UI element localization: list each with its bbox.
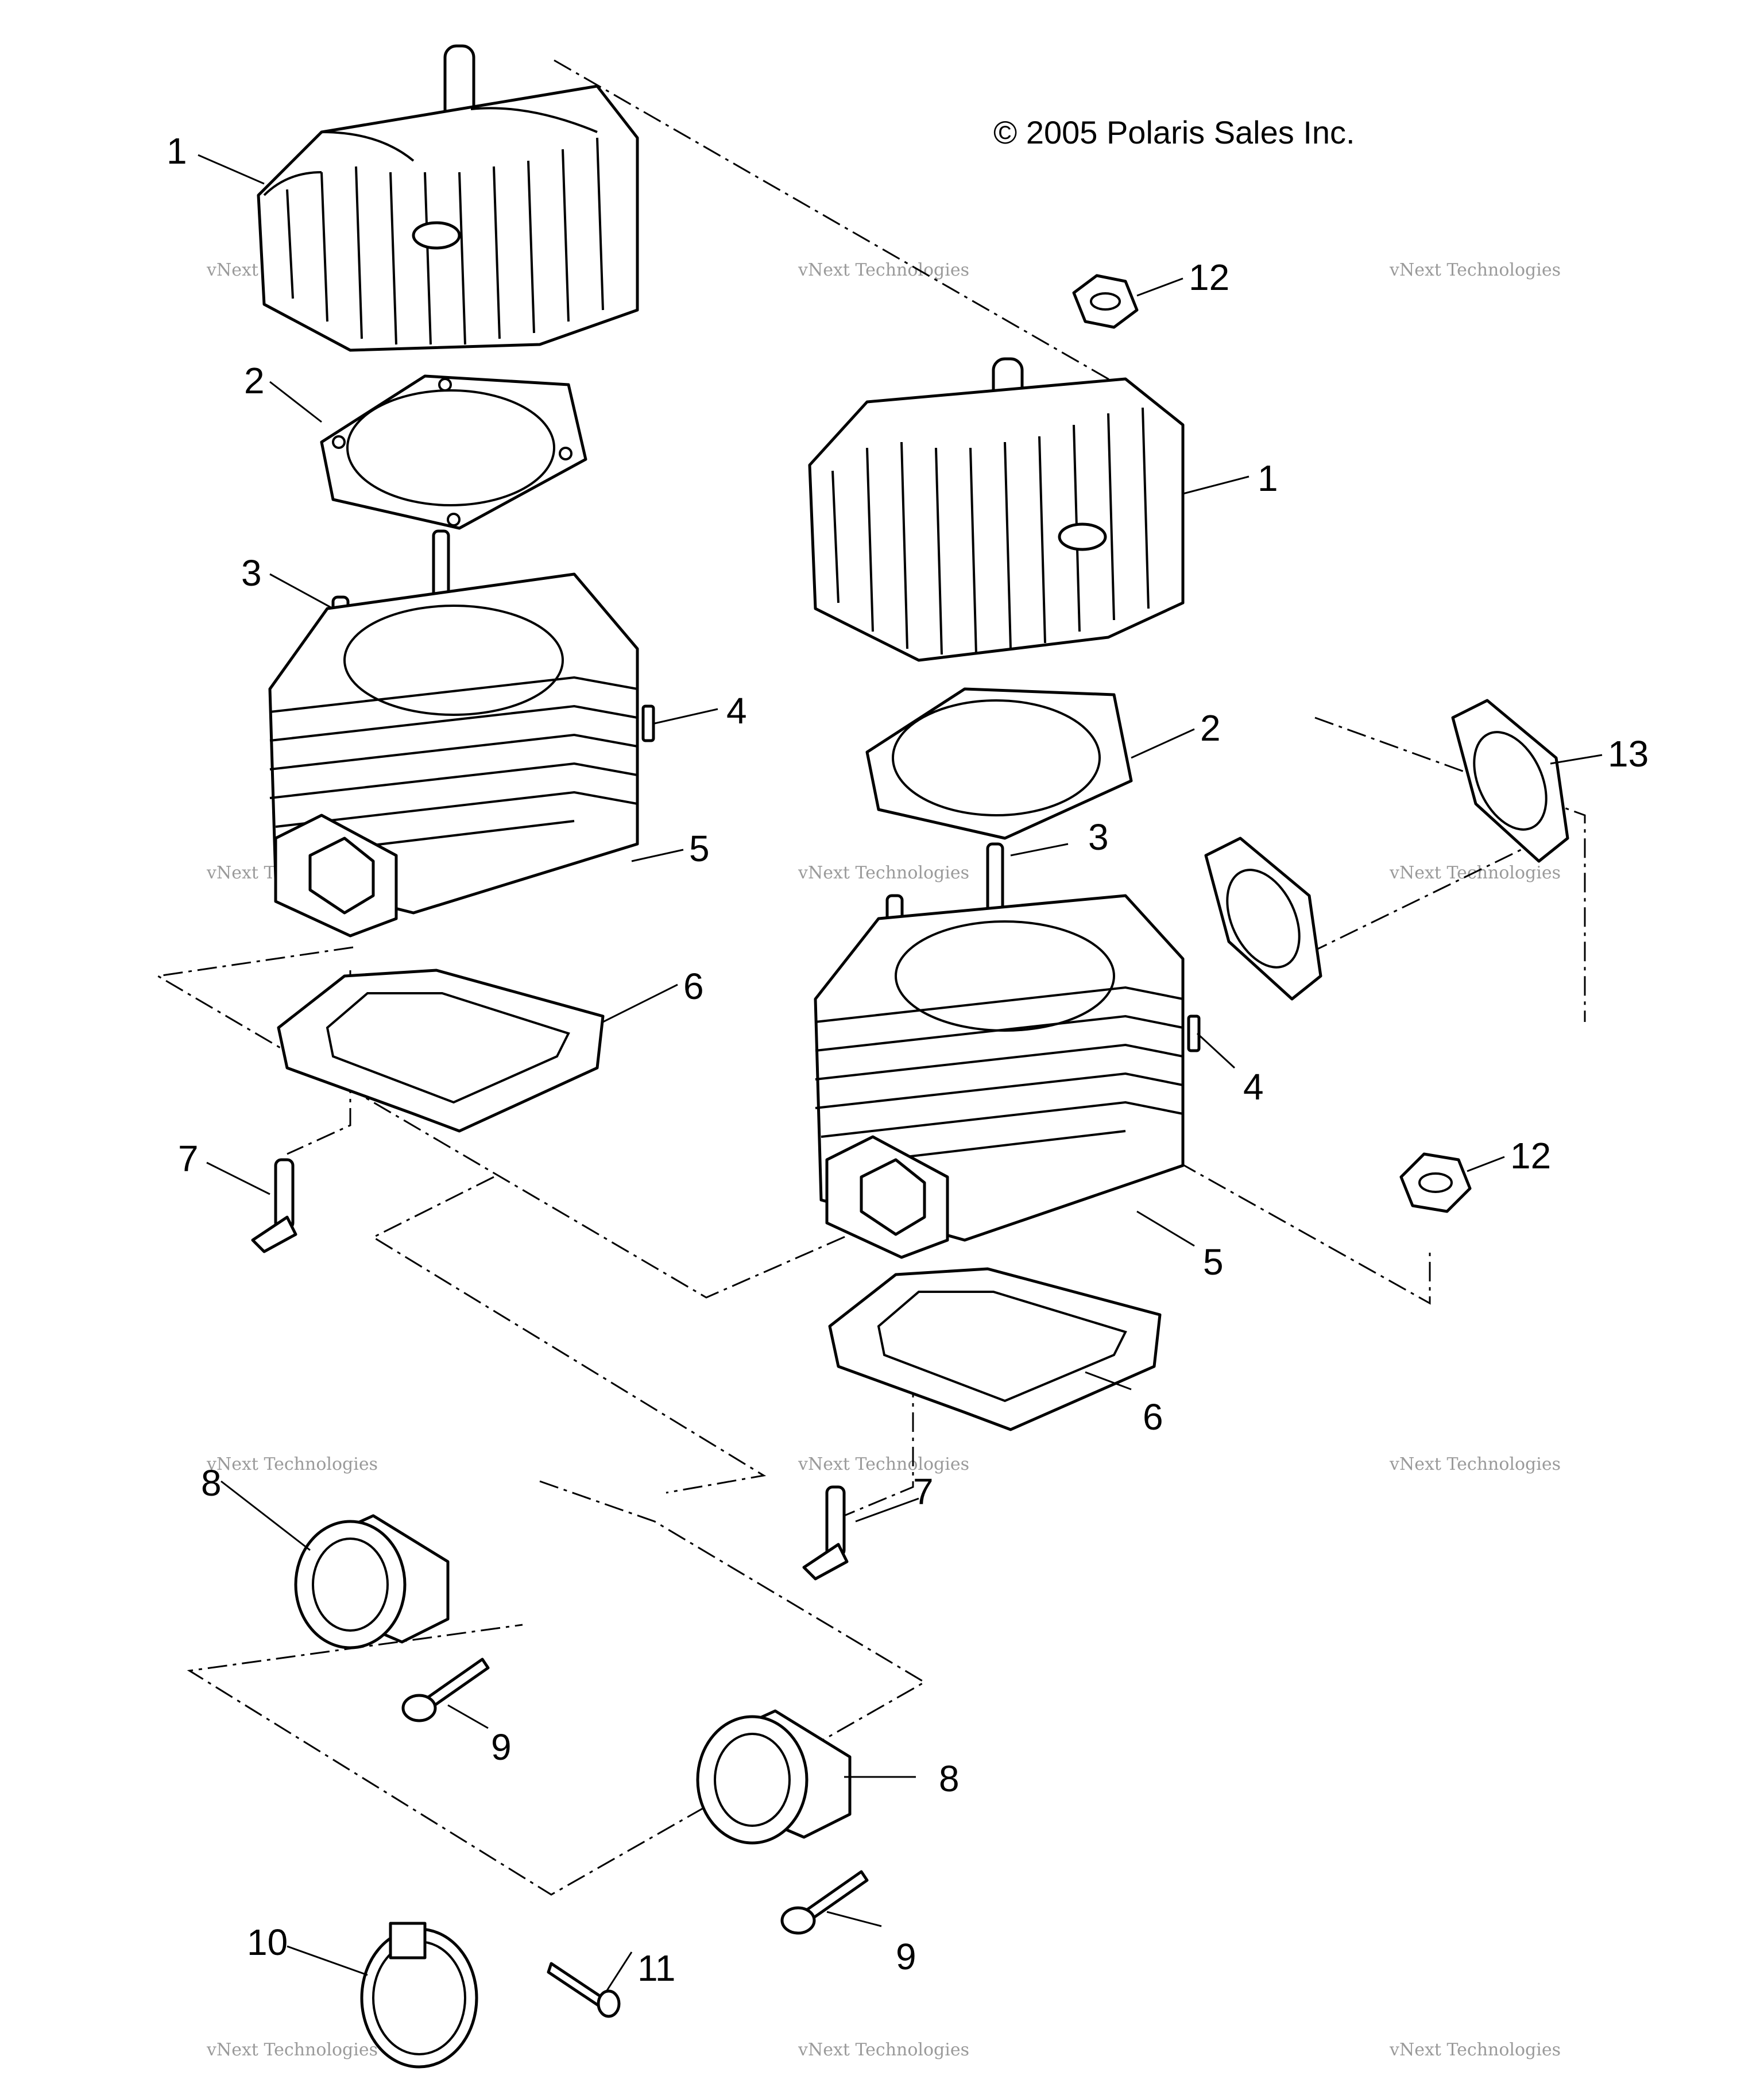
callout-9: 9 xyxy=(896,1936,916,1977)
bolt-left xyxy=(401,1658,490,1722)
callout-13: 13 xyxy=(1608,733,1649,775)
callout-5: 5 xyxy=(1203,1241,1224,1283)
callout-7: 7 xyxy=(913,1471,934,1512)
fitting-right xyxy=(802,1485,849,1581)
fitting-left xyxy=(251,1158,297,1253)
watermark-label: vNext Technologies xyxy=(798,1454,969,1474)
watermark-label: vNext Technologies xyxy=(798,2040,969,2060)
head-gasket-right xyxy=(865,687,1133,840)
watermark-label: vNext Technologies xyxy=(206,2040,378,2060)
base-gasket-right xyxy=(828,1267,1162,1431)
cylinder-head-right xyxy=(808,357,1185,662)
watermark-label: vNext Technologies xyxy=(1389,1454,1561,1474)
leader-lines xyxy=(198,154,1603,1993)
watermark-label: vNext Technologies xyxy=(206,1454,378,1474)
clamp-screw xyxy=(547,1962,621,2018)
cylinder-head-left xyxy=(257,44,639,352)
callout-7: 7 xyxy=(178,1138,199,1179)
callout-10: 10 xyxy=(247,1922,288,1963)
cylinder-right xyxy=(814,842,1201,1259)
callout-4: 4 xyxy=(1243,1066,1264,1107)
callout-4: 4 xyxy=(726,690,747,731)
callout-12: 12 xyxy=(1189,257,1229,298)
callout-2: 2 xyxy=(1200,707,1221,749)
watermark-label: vNext Technologies xyxy=(1389,2040,1561,2060)
nut-lower xyxy=(1399,1152,1472,1213)
watermark-label: vNext Technologies xyxy=(798,863,969,883)
nut-upper xyxy=(1072,274,1139,329)
watermark-label: vNext Technologies xyxy=(1389,260,1561,280)
cylinder-left xyxy=(268,529,655,938)
callout-2: 2 xyxy=(244,360,265,401)
hose-clamp xyxy=(360,1922,478,2069)
intake-boot-left xyxy=(294,1514,450,1649)
callout-12: 12 xyxy=(1510,1135,1551,1176)
exhaust-gasket-front xyxy=(1204,837,1322,1001)
callout-9: 9 xyxy=(491,1726,512,1768)
callout-6: 6 xyxy=(1143,1396,1163,1438)
watermark-label: vNext Technologies xyxy=(798,260,969,280)
callout-3: 3 xyxy=(241,552,262,594)
callout-8: 8 xyxy=(201,1462,222,1504)
head-gasket-left xyxy=(320,374,587,530)
intake-boot-right xyxy=(696,1709,852,1845)
callout-1: 1 xyxy=(1258,458,1278,499)
callout-8: 8 xyxy=(939,1758,960,1799)
callout-1: 1 xyxy=(167,130,187,172)
callout-11: 11 xyxy=(637,1947,675,1989)
callout-6: 6 xyxy=(683,966,704,1007)
callout-labels: 1 1 2 2 3 3 4 4 5 5 6 6 7 7 8 8 9 9 10 1… xyxy=(167,130,1649,1989)
copyright-notice: © 2005 Polaris Sales Inc. xyxy=(993,114,1355,150)
callout-3: 3 xyxy=(1088,816,1109,858)
exhaust-gasket-rear xyxy=(1451,699,1569,863)
bolt-right xyxy=(780,1870,869,1935)
base-gasket-left xyxy=(277,969,605,1133)
callout-5: 5 xyxy=(689,828,710,869)
